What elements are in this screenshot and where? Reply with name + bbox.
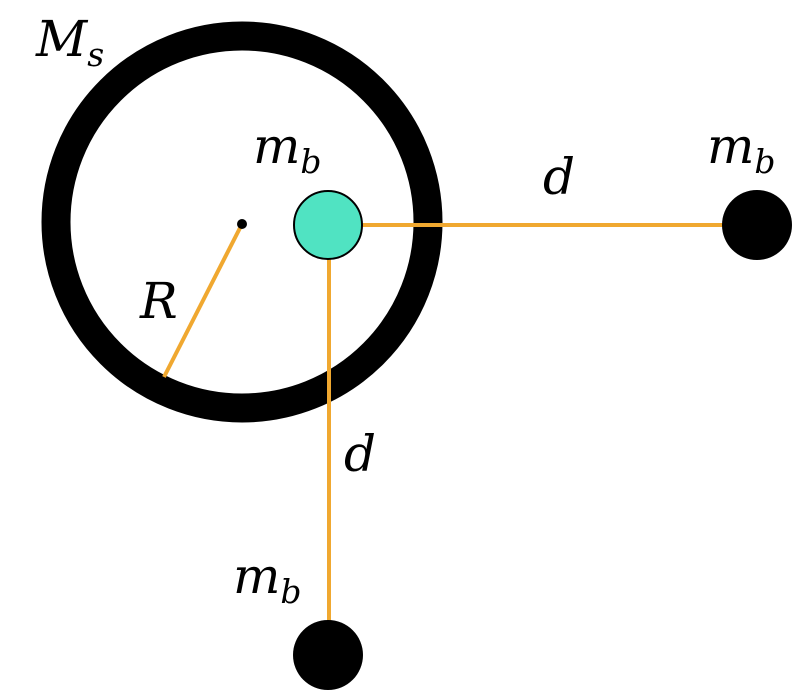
radius-line <box>162 223 244 378</box>
bottom-ball-mass-label: mb <box>233 547 302 611</box>
inner-ball-mass-label: mb <box>253 117 322 181</box>
shell-mass-label: Ms <box>35 10 104 74</box>
inner-ball <box>293 190 363 260</box>
horizontal-distance-label: d <box>543 148 575 206</box>
bottom-ball <box>293 620 363 690</box>
right-ball <box>722 190 792 260</box>
spherical-shell <box>41 21 443 423</box>
radius-label: R <box>139 272 178 330</box>
shell-center-point <box>237 219 247 229</box>
vertical-distance-label: d <box>344 425 376 483</box>
right-ball-mass-label: mb <box>707 117 776 181</box>
